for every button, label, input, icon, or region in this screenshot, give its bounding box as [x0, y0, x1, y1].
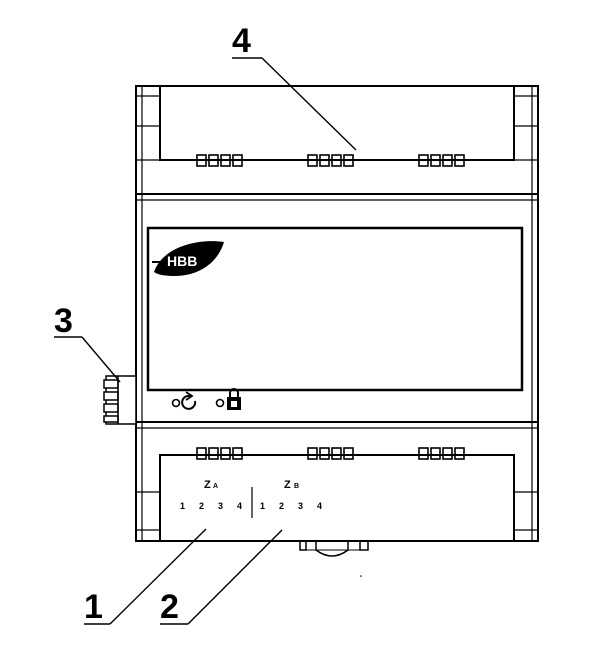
zone-a-label: Z A	[204, 479, 218, 491]
zone-a-terminal-2: 2	[199, 501, 204, 511]
top-terminal-screws	[196, 154, 465, 167]
side-connector	[103, 375, 137, 425]
callout-3: 3	[54, 302, 73, 340]
zone-b-terminal-1: 1	[260, 501, 265, 511]
zone-b-terminal-3: 3	[298, 501, 303, 511]
callout-leaders	[54, 57, 357, 625]
zone-a-terminal-1: 1	[180, 501, 185, 511]
bottom-terminal-cover	[159, 454, 515, 542]
zone-a-terminal-3: 3	[218, 501, 223, 511]
device-housing	[135, 85, 539, 542]
callout-4: 4	[232, 22, 251, 60]
callout-1: 1	[84, 588, 103, 626]
hbb-logo: HBB	[152, 241, 224, 276]
zone-a-terminal-4: 4	[237, 501, 242, 511]
callout-2: 2	[160, 588, 179, 626]
logo-leaf-shape	[154, 241, 224, 276]
zone-a-suffix: A	[213, 483, 218, 490]
zone-a-prefix: Z	[204, 479, 211, 491]
stray-dot	[360, 575, 362, 577]
zone-b-terminal-2: 2	[279, 501, 284, 511]
zone-b-terminal-4: 4	[317, 501, 322, 511]
bottom-terminal-screws	[196, 447, 465, 460]
top-terminal-cover	[159, 85, 515, 161]
zone-b-suffix: B	[294, 483, 299, 490]
zone-a-terminals: 1 2 3 4	[180, 501, 242, 511]
zone-b-label: Z B	[284, 479, 299, 491]
zone-b-prefix: Z	[284, 479, 291, 491]
reset-icon	[171, 391, 197, 410]
zone-b-terminals: 1 2 3 4	[260, 501, 322, 511]
logo-text: HBB	[167, 253, 197, 269]
lock-icon	[215, 388, 241, 410]
din-rail-clip	[299, 541, 369, 557]
